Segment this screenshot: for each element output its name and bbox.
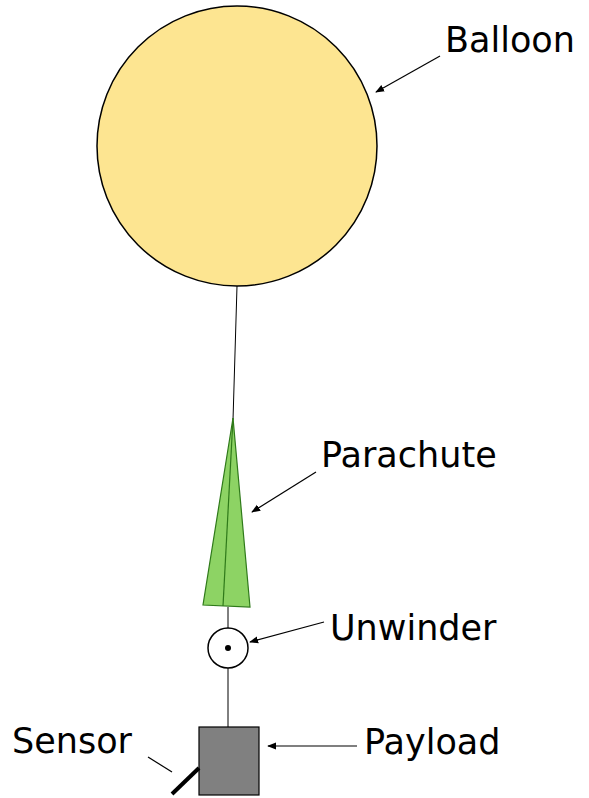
parachute-canopy [203, 418, 250, 607]
payload-box [199, 727, 259, 795]
leader-line [148, 757, 172, 772]
balloon-envelope [97, 6, 377, 286]
unwinder-reel [208, 628, 248, 668]
leader-arrow [268, 745, 357, 746]
parachute-fold [223, 418, 233, 606]
tether-line [228, 607, 229, 628]
part-label: Unwinder [330, 607, 496, 649]
leader-arrow [376, 56, 440, 92]
reel-axle [225, 645, 231, 651]
part-label: Sensor [12, 720, 132, 762]
tether-line [228, 668, 229, 727]
tether-line [233, 286, 237, 420]
part-label: Payload [364, 721, 501, 763]
leader-arrow [252, 472, 316, 512]
part-label: Balloon [445, 19, 575, 61]
part-label: Parachute [321, 434, 497, 476]
sensor-probe [172, 768, 199, 794]
leader-arrow [250, 622, 324, 642]
